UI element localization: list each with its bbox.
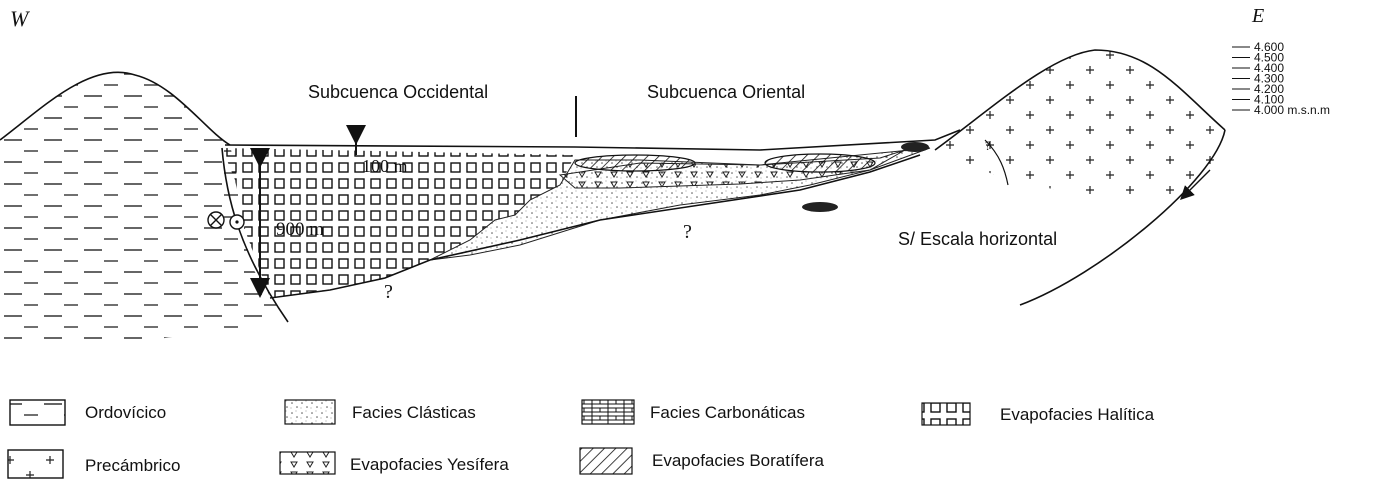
thickness-100-label: 100 m bbox=[362, 156, 408, 176]
legend-swatch-precambrian bbox=[8, 450, 63, 478]
borate-lens-3 bbox=[802, 202, 838, 212]
legend-swatch-halite bbox=[922, 403, 970, 425]
elevation-label: 4.000 m.s.n.m bbox=[1254, 103, 1330, 117]
thickness-900-label: 900 m bbox=[276, 219, 324, 240]
legend-label-precambrian: Precámbrico bbox=[85, 456, 180, 475]
east-label: E bbox=[1251, 5, 1264, 27]
borate-lens-1 bbox=[575, 155, 695, 171]
unknown-marker-3: ? bbox=[985, 138, 991, 153]
legend-label-borate: Evapofacies Boratífera bbox=[652, 451, 825, 470]
fault-in-dot bbox=[235, 220, 238, 223]
legend: Ordovícico Facies Clásticas Facies Carbo… bbox=[8, 400, 1155, 478]
subbasin-west-label: Subcuenca Occidental bbox=[308, 82, 488, 102]
legend-swatch-borate bbox=[580, 448, 632, 474]
legend-label-gypsum: Evapofacies Yesífera bbox=[350, 455, 509, 474]
legend-swatch-clastic bbox=[285, 400, 335, 424]
legend-swatch-gypsum bbox=[280, 452, 335, 474]
legend-label-ordovician: Ordovícico bbox=[85, 403, 166, 422]
borate-lens-2 bbox=[765, 154, 875, 172]
basin-surface bbox=[225, 130, 960, 150]
unknown-marker-2: ? bbox=[683, 221, 692, 243]
legend-label-clastic: Facies Clásticas bbox=[352, 403, 476, 422]
borate-lens-4 bbox=[901, 142, 929, 152]
legend-label-carbonate: Facies Carbonáticas bbox=[650, 403, 805, 422]
legend-swatch-carbonate bbox=[582, 400, 634, 424]
precambrian-body bbox=[935, 50, 1225, 200]
legend-swatch-ordovician bbox=[10, 400, 65, 425]
unknown-marker-1: ? bbox=[384, 281, 393, 303]
west-label: W bbox=[10, 6, 30, 31]
legend-label-halite: Evapofacies Halítica bbox=[1000, 405, 1155, 424]
subbasin-east-label: Subcuenca Oriental bbox=[647, 82, 805, 102]
scale-note: S/ Escala horizontal bbox=[898, 229, 1057, 249]
